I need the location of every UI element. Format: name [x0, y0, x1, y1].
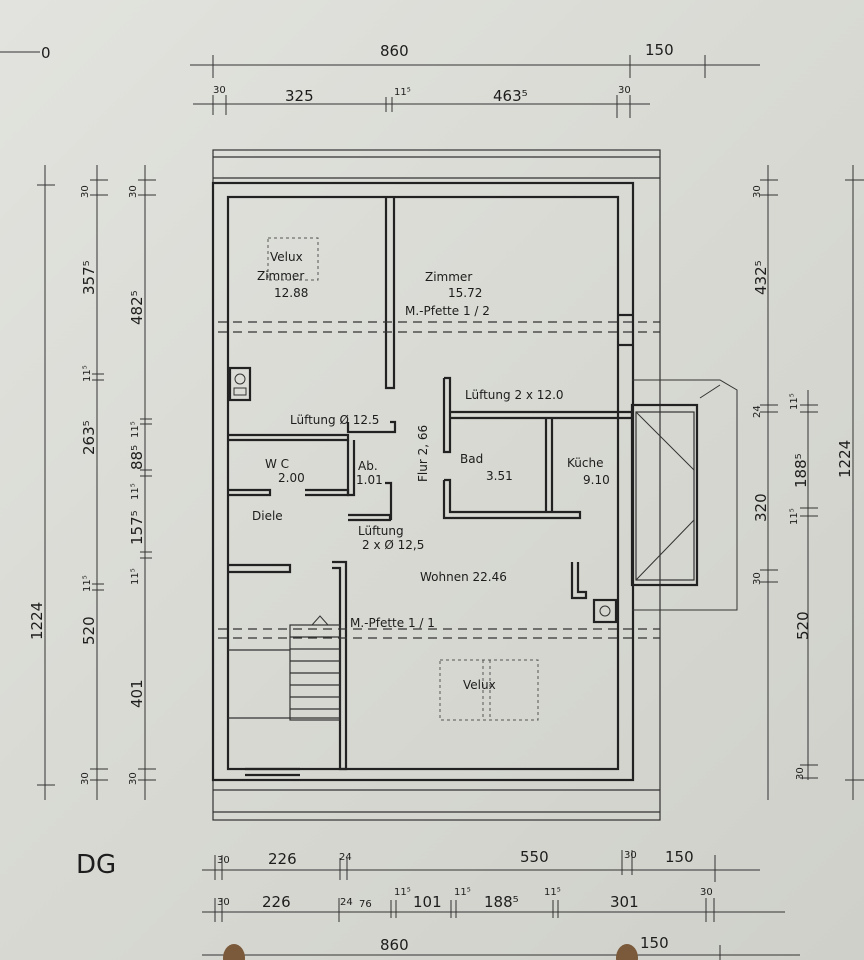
- bottom-dimensions: [202, 850, 800, 960]
- velux-window-2: [439, 659, 539, 721]
- dim-bottom-r2-4: 11⁵: [394, 887, 411, 898]
- top-dimensions: [190, 55, 760, 118]
- dim-top-overall: 860: [380, 42, 409, 60]
- dim-right-c2-0: 11⁵: [789, 393, 800, 410]
- dim-right-c1-3: 320: [752, 493, 770, 522]
- roof-outline: [212, 149, 661, 821]
- dim-left-c1-0: 30: [80, 185, 91, 198]
- dim-bottom-r2-1: 226: [262, 893, 291, 911]
- dim-bottom-r3-0: 860: [380, 936, 409, 954]
- dim-right-c1-5: 520: [794, 611, 812, 640]
- dim-bottom-r2-0: 30: [217, 897, 230, 908]
- velux-window-1: [267, 237, 319, 281]
- velux-label-2: Velux: [463, 678, 496, 692]
- dim-left-c2-6: 11⁵: [130, 568, 141, 585]
- dim-right-c1-0: 30: [752, 185, 763, 198]
- room-name-ab: Ab.: [358, 459, 378, 473]
- room-name-wc: W C: [265, 457, 289, 471]
- dim-right-c1-1: 432⁵: [752, 260, 770, 295]
- staircase: [228, 615, 341, 721]
- dim-bottom-r1-3: 550: [520, 848, 549, 866]
- dim-bottom-r2-3: 76: [359, 899, 372, 910]
- dim-right-overall: 1224: [836, 440, 854, 478]
- dim-left-c2-7: 401: [128, 679, 146, 708]
- room-area-kueche: 9.10: [583, 473, 610, 487]
- ventilation-label-3a: Lüftung: [358, 524, 404, 538]
- dim-bottom-r1-1: 226: [268, 850, 297, 868]
- interior-walls: [228, 197, 634, 777]
- velux-label-1: Velux: [270, 250, 303, 264]
- dim-left-c1-2: 11⁵: [82, 365, 93, 382]
- sheet-label: DG: [76, 850, 116, 880]
- room-name-zimmer-1: Zimmer: [257, 269, 304, 283]
- room-name-wohnen: Wohnen 22.46: [420, 570, 507, 584]
- dim-top-room-right: 463⁵: [493, 87, 528, 105]
- kitchen-bay: [630, 379, 738, 611]
- dim-left-c1-5: 520: [80, 616, 98, 645]
- dim-left-c2-5: 157⁵: [128, 510, 146, 545]
- dim-top-wall-left: 30: [213, 85, 226, 96]
- room-area-bad: 3.51: [486, 469, 513, 483]
- origin-mark: 0: [41, 44, 51, 62]
- dim-left-c1-4: 11⁵: [82, 575, 93, 592]
- purlin-lines: [218, 321, 660, 639]
- chimney-icon: [228, 366, 618, 624]
- ventilation-label-2: Lüftung 2 x 12.0: [465, 388, 564, 402]
- dim-left-c1-3: 263⁵: [80, 420, 98, 455]
- room-area-zimmer-1: 12.88: [274, 286, 308, 300]
- room-area-ab: 1.01: [356, 473, 383, 487]
- dim-bottom-r2-8: 11⁵: [544, 887, 561, 898]
- dim-left-c1-1: 357⁵: [80, 260, 98, 295]
- dim-bottom-r2-7: 188⁵: [484, 893, 519, 911]
- dim-right-c1-6: 30: [795, 767, 806, 780]
- dim-bottom-r1-5: 150: [665, 848, 694, 866]
- room-name-zimmer-2: Zimmer: [425, 270, 472, 284]
- dim-bottom-r1-2: 24: [339, 852, 352, 863]
- dim-left-c2-0: 30: [128, 185, 139, 198]
- dim-right-c2-2: 11⁵: [789, 508, 800, 525]
- dim-left-overall: 1224: [28, 602, 46, 640]
- room-name-kueche: Küche: [567, 456, 603, 470]
- room-area-wc: 2.00: [278, 471, 305, 485]
- purlin-label-top: M.-Pfette 1 / 2: [405, 304, 490, 318]
- dim-top-overhang: 150: [645, 41, 674, 59]
- punch-hole-left: [223, 944, 245, 960]
- dim-bottom-r1-4: 30: [624, 850, 637, 861]
- room-name-diele: Diele: [252, 509, 283, 523]
- left-dimensions: [37, 165, 156, 800]
- room-name-bad: Bad: [460, 452, 483, 466]
- dim-bottom-r2-10: 30: [700, 887, 713, 898]
- dim-top-wall-mid: 11⁵: [394, 87, 411, 98]
- dim-bottom-r1-0: 30: [217, 855, 230, 866]
- dim-bottom-r2-9: 301: [610, 893, 639, 911]
- room-name-flur: Flur 2, 66: [416, 425, 430, 482]
- dim-left-c2-3: 88⁵: [128, 445, 146, 470]
- right-dimensions: [760, 165, 864, 800]
- dim-bottom-r2-6: 11⁵: [454, 887, 471, 898]
- dim-top-room-left: 325: [285, 87, 314, 105]
- ventilation-label-1: Lüftung Ø 12.5: [290, 413, 379, 427]
- dim-bottom-r2-2: 24: [340, 897, 353, 908]
- dim-left-c2-8: 30: [128, 772, 139, 785]
- dim-bottom-r2-5: 101: [413, 893, 442, 911]
- dim-left-c1-6: 30: [80, 772, 91, 785]
- dim-right-c1-4: 30: [752, 572, 763, 585]
- dim-top-wall-right: 30: [618, 85, 631, 96]
- dim-left-c2-1: 482⁵: [128, 290, 146, 325]
- dim-left-c2-2: 11⁵: [130, 421, 141, 438]
- dim-right-c2-1: 188⁵: [792, 453, 810, 488]
- room-area-zimmer-2: 15.72: [448, 286, 482, 300]
- purlin-label-bottom: M.-Pfette 1 / 1: [350, 616, 435, 630]
- dim-right-c1-2: 24: [752, 405, 763, 418]
- punch-hole-right: [616, 944, 638, 960]
- ventilation-label-3b: 2 x Ø 12,5: [362, 538, 424, 552]
- dim-left-c2-4: 11⁵: [130, 483, 141, 500]
- dim-bottom-r3-1: 150: [640, 934, 669, 952]
